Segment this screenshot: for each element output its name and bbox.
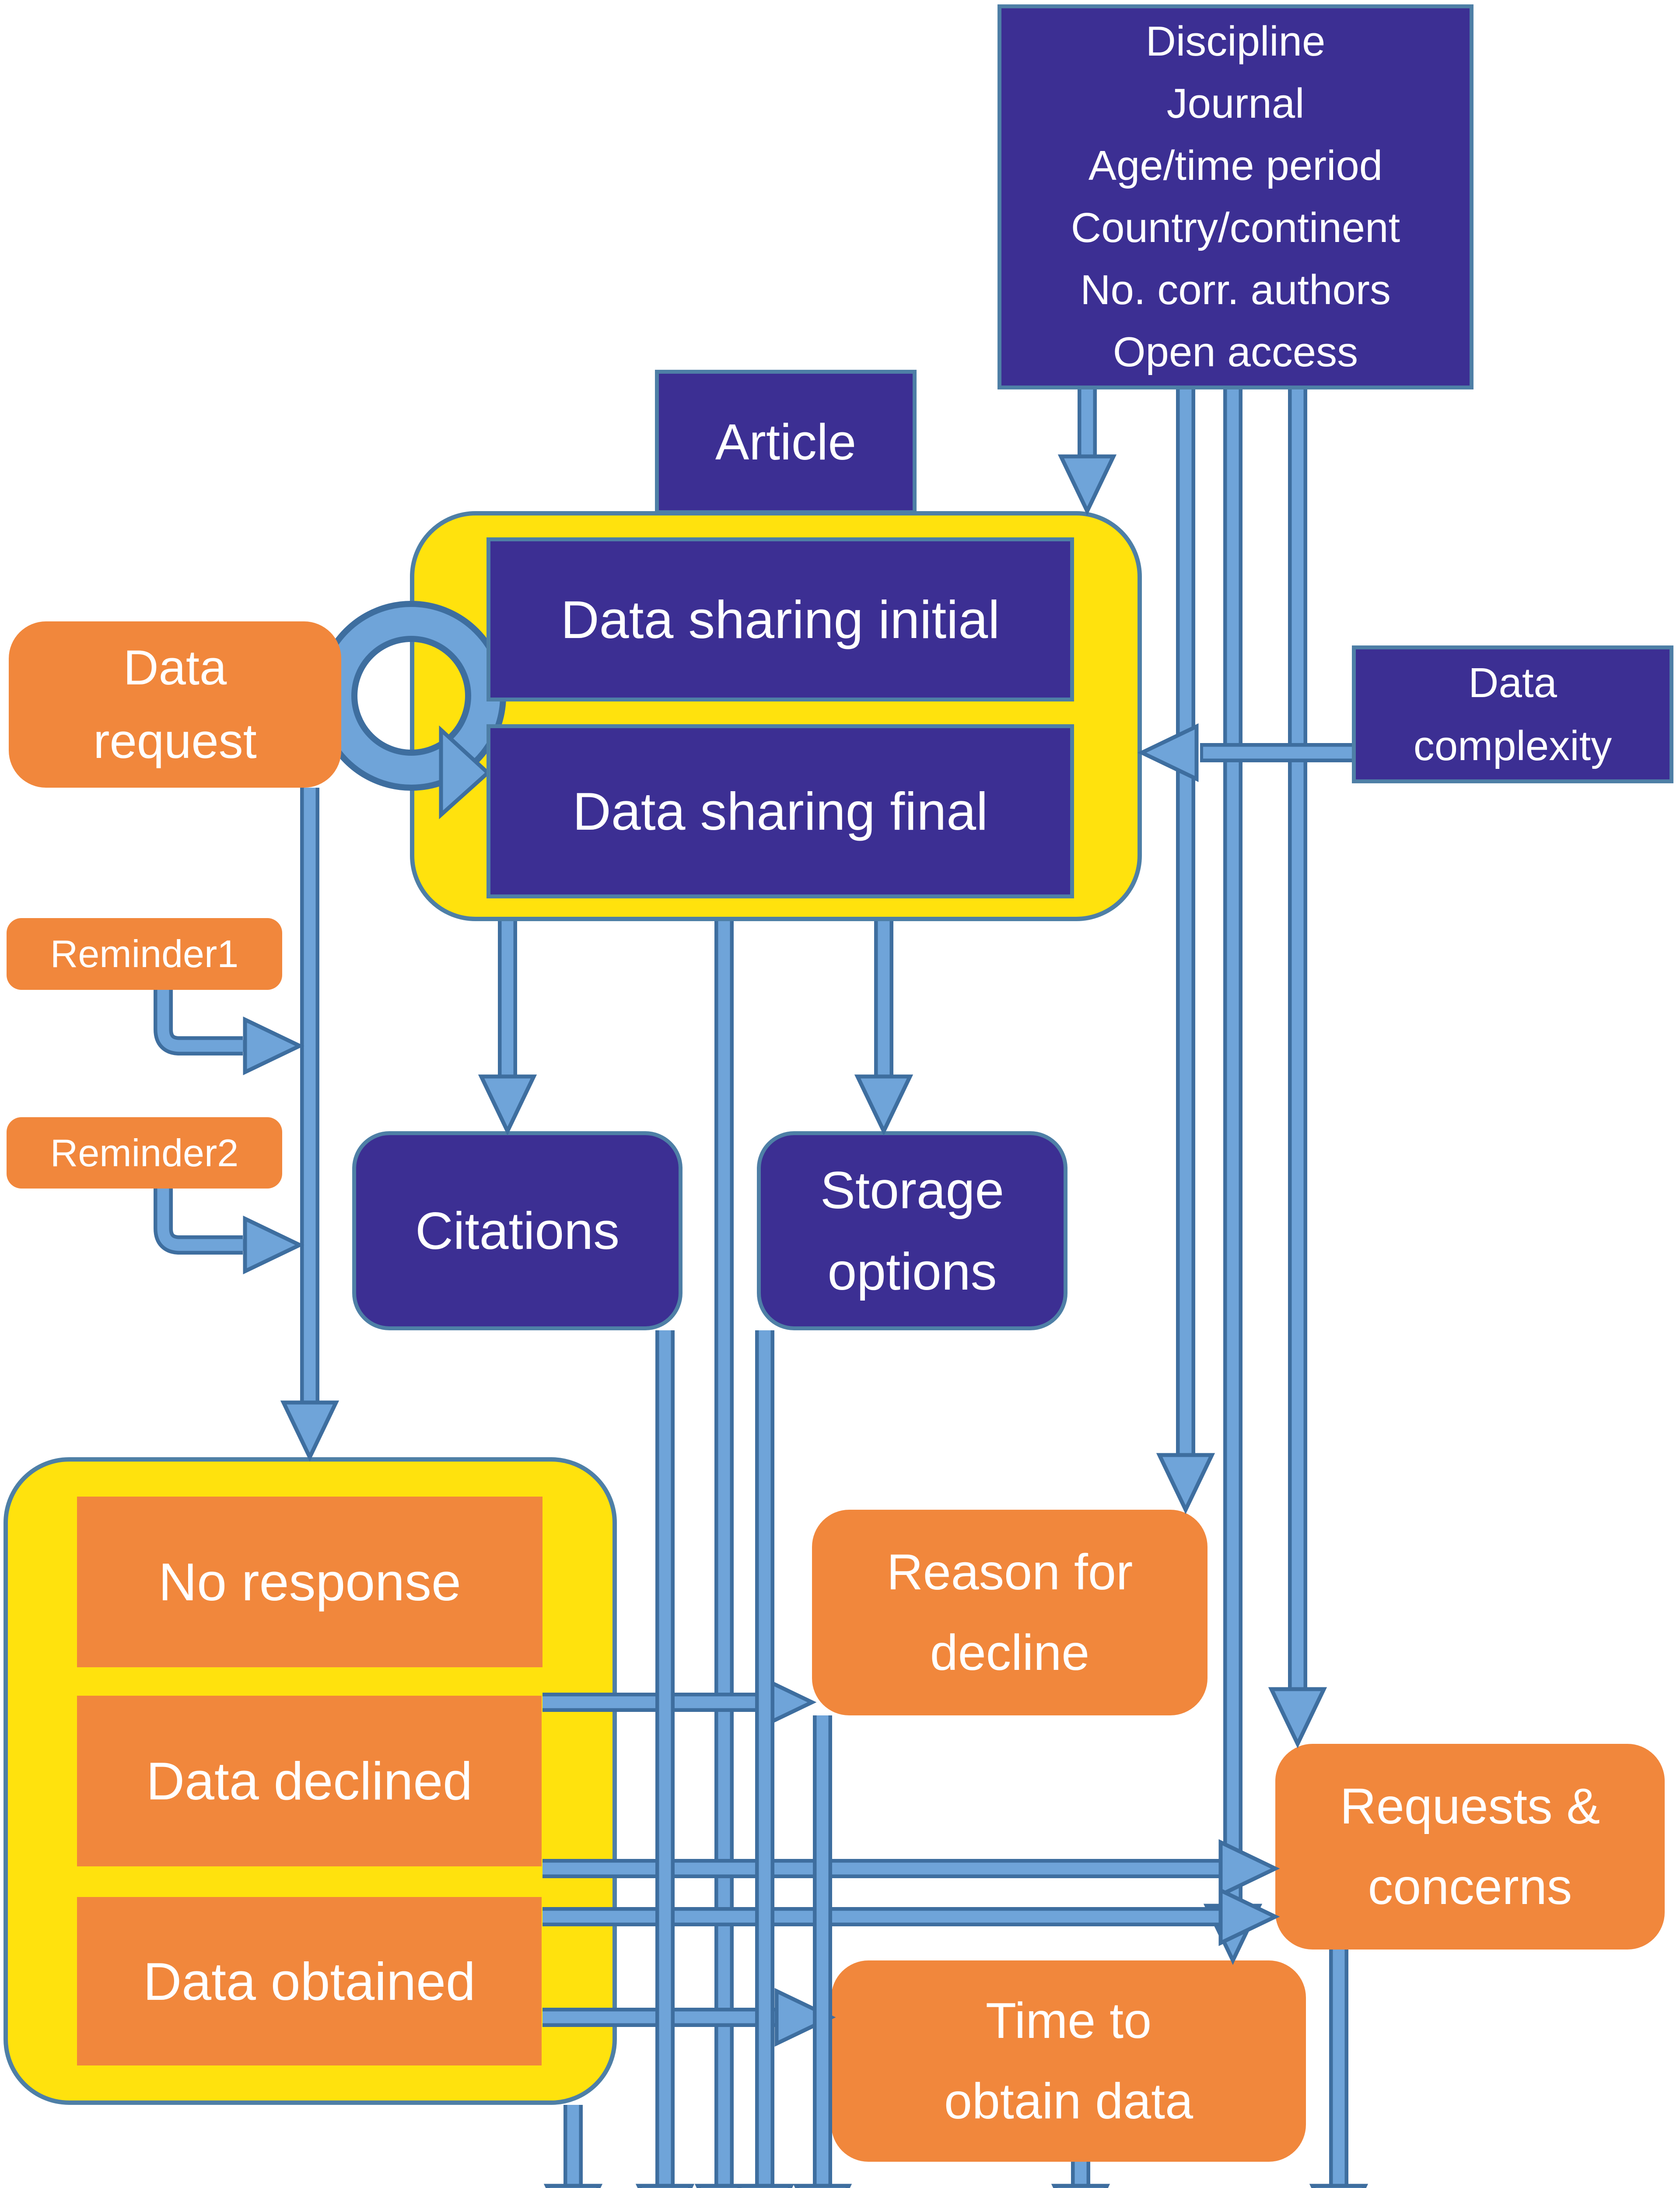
arrow-outcomes-to-recommendations [543, 2105, 603, 2188]
data-request-box: Data request [9, 621, 341, 788]
data-obtained-box: Data obtained [77, 1897, 542, 2065]
arrow-time-to-recommendations [1051, 2162, 1110, 2188]
requests-concerns-box: Requests & concerns [1275, 1744, 1665, 1950]
arrow-data-request-to-outcomes [280, 788, 340, 1462]
arrow-declined-to-requests-concerns [542, 1839, 1280, 1898]
arrow-reminder1-elbow [154, 990, 304, 1076]
data-declined-label: Data declined [146, 1751, 473, 1811]
data-complexity-box: Data complexity [1352, 645, 1673, 783]
time-to-obtain-label: Time to obtain data [944, 1993, 1194, 2129]
arrow-covariates-to-data-sharing [1057, 389, 1117, 516]
citations-box: Citations [352, 1131, 682, 1330]
arrow-covariates-to-time-to-obtain [1203, 389, 1263, 1965]
reminder2-label: Reminder2 [50, 1131, 239, 1175]
arrow-reminder2-elbow [154, 1189, 304, 1275]
requests-concerns-label: Requests & concerns [1340, 1778, 1600, 1915]
data-complexity-label: Data complexity [1413, 659, 1612, 769]
arrow-covariates-to-requests-concerns [1268, 389, 1327, 1749]
covariates-box: Discipline Journal Age/time period Count… [998, 4, 1474, 389]
data-obtained-label: Data obtained [143, 1951, 476, 2011]
arrow-data-sharing-to-recommendations [694, 921, 754, 2188]
arrow-storage-to-recommendations [735, 1330, 794, 2188]
storage-options-label: Storage options [820, 1161, 1004, 1301]
no-response-box: No response [77, 1497, 542, 1667]
citations-label: Citations [415, 1201, 620, 1260]
arrow-obtained-to-requests-concerns [542, 1887, 1280, 1946]
arrow-data-sharing-to-citations [478, 921, 537, 1136]
arrow-citations-to-recommendations [635, 1330, 695, 2188]
data-request-label: Data request [93, 640, 257, 768]
reminder1-box: Reminder1 [7, 918, 282, 990]
reminder2-box: Reminder2 [7, 1117, 282, 1189]
data-sharing-initial-box: Data sharing initial [486, 537, 1074, 701]
storage-options-box: Storage options [757, 1131, 1068, 1330]
no-response-label: No response [158, 1552, 461, 1612]
data-sharing-final-label: Data sharing final [572, 782, 988, 841]
arrow-requests-to-recommendations [1309, 1950, 1368, 2188]
data-sharing-initial-label: Data sharing initial [560, 589, 1000, 649]
data-sharing-final-box: Data sharing final [486, 724, 1074, 898]
article-label: Article [715, 414, 857, 470]
reason-for-decline-box: Reason for decline [812, 1510, 1208, 1715]
reminder1-label: Reminder1 [50, 932, 239, 975]
arrow-data-sharing-to-storage-options [854, 921, 914, 1136]
article-box: Article [655, 370, 917, 514]
covariates-label: Discipline Journal Age/time period Count… [1071, 18, 1400, 376]
arrow-covariates-to-reason-for-decline [1156, 389, 1215, 1515]
arrow-data-complexity-to-data-sharing [1137, 723, 1352, 782]
reason-for-decline-label: Reason for decline [886, 1544, 1133, 1681]
data-declined-box: Data declined [77, 1696, 542, 1866]
time-to-obtain-box: Time to obtain data [831, 1960, 1306, 2162]
